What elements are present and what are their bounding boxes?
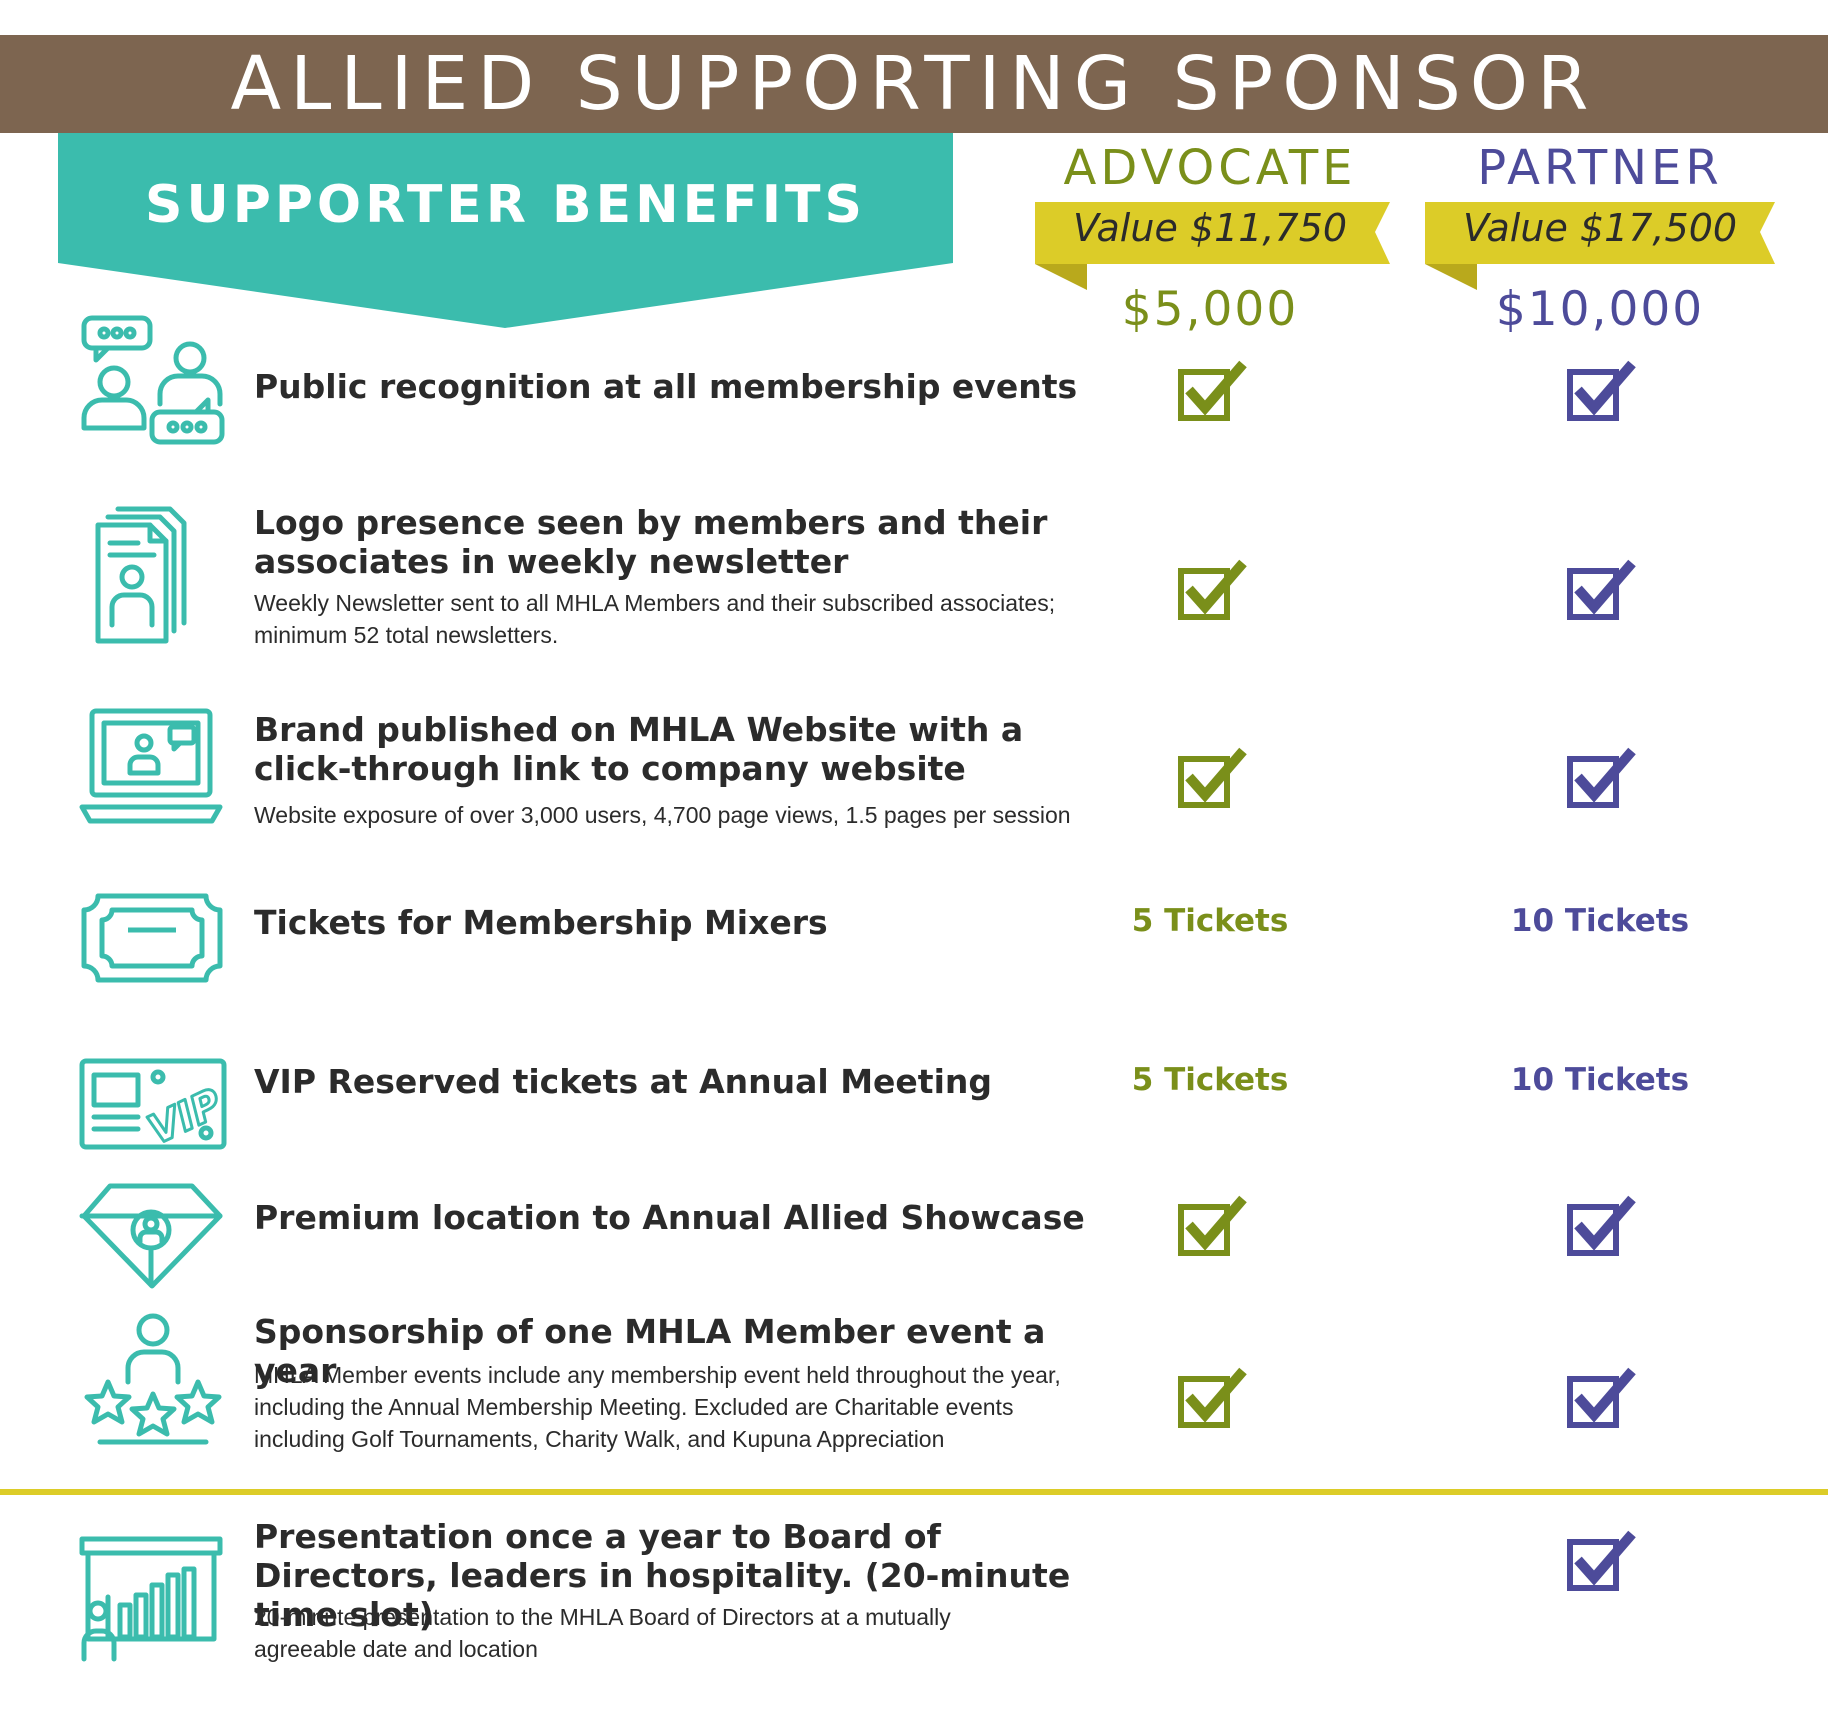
benefit-title: Sponsorship of one MHLA Member event a y… xyxy=(254,1312,1046,1390)
ticket-icon xyxy=(81,893,223,983)
tier-advocate-name: ADVOCATE xyxy=(1063,140,1357,196)
advocate-check-icon xyxy=(1178,1195,1247,1256)
tier-partner-name: PARTNER xyxy=(1477,140,1723,196)
partner-ticket-count: 10 Tickets xyxy=(1510,903,1690,939)
benefit-description: MHLA Member events include any membershi… xyxy=(254,1362,1061,1452)
partner-price: $10,000 xyxy=(1495,282,1705,337)
vip-ticket-icon: VIP xyxy=(79,1058,228,1155)
advocate-check-icon xyxy=(1178,559,1247,620)
newsletter-icon xyxy=(95,506,187,644)
section-divider xyxy=(0,1489,1828,1495)
benefit-title: Public recognition at all membership eve… xyxy=(254,367,1078,406)
benefit-description: 20-minute presentation to the MHLA Board… xyxy=(254,1604,951,1662)
partner-check-icon xyxy=(1567,1530,1636,1591)
person-stars-icon xyxy=(84,1313,222,1445)
benefit-title: Premium location to Annual Allied Showca… xyxy=(254,1198,1085,1237)
partner-check-icon xyxy=(1567,559,1636,620)
advocate-check-icon xyxy=(1178,360,1247,421)
advocate-value-ribbon xyxy=(1035,202,1390,290)
people-chat-icon xyxy=(81,315,225,445)
benefit-title: VIP Reserved tickets at Annual Meeting xyxy=(254,1062,993,1101)
tier-advocate-header: ADVOCATE xyxy=(1010,140,1410,196)
advocate-price: $5,000 xyxy=(1121,282,1299,337)
partner-check-icon xyxy=(1567,1367,1636,1428)
partner-value-ribbon xyxy=(1425,202,1775,290)
tier-partner-header: PARTNER xyxy=(1400,140,1800,196)
banner-title: ALLIED SUPPORTING SPONSOR xyxy=(230,41,1598,127)
partner-value-text: Value $17,500 xyxy=(1462,206,1738,250)
partner-check-icon xyxy=(1567,1195,1636,1256)
advocate-check-icon xyxy=(1178,747,1247,808)
benefits-title: SUPPORTER BENEFITS xyxy=(145,175,866,235)
advocate-ticket-count: 5 Tickets xyxy=(1131,903,1289,939)
diamond-icon xyxy=(79,1183,223,1289)
top-banner: ALLIED SUPPORTING SPONSOR xyxy=(0,35,1828,133)
partner-ticket-count: 10 Tickets xyxy=(1510,1062,1690,1098)
benefit-description: Website exposure of over 3,000 users, 4,… xyxy=(254,802,1071,828)
partner-check-icon xyxy=(1567,360,1636,421)
presentation-icon xyxy=(79,1536,223,1662)
laptop-icon xyxy=(79,708,223,824)
benefits-header-shape xyxy=(58,133,953,328)
benefit-title: Presentation once a year to Board of Dir… xyxy=(254,1517,1071,1634)
partner-check-icon xyxy=(1567,747,1636,808)
benefit-description: Weekly Newsletter sent to all MHLA Membe… xyxy=(254,590,1056,648)
advocate-check-icon xyxy=(1178,1367,1247,1428)
benefit-title: Logo presence seen by members and their … xyxy=(254,503,1048,581)
benefit-title: Tickets for Membership Mixers xyxy=(254,903,828,942)
advocate-ticket-count: 5 Tickets xyxy=(1131,1062,1289,1098)
advocate-value-text: Value $11,750 xyxy=(1072,206,1348,250)
svg-text:VIP: VIP xyxy=(141,1080,228,1153)
benefit-title: Brand published on MHLA Website with a c… xyxy=(254,710,1024,788)
